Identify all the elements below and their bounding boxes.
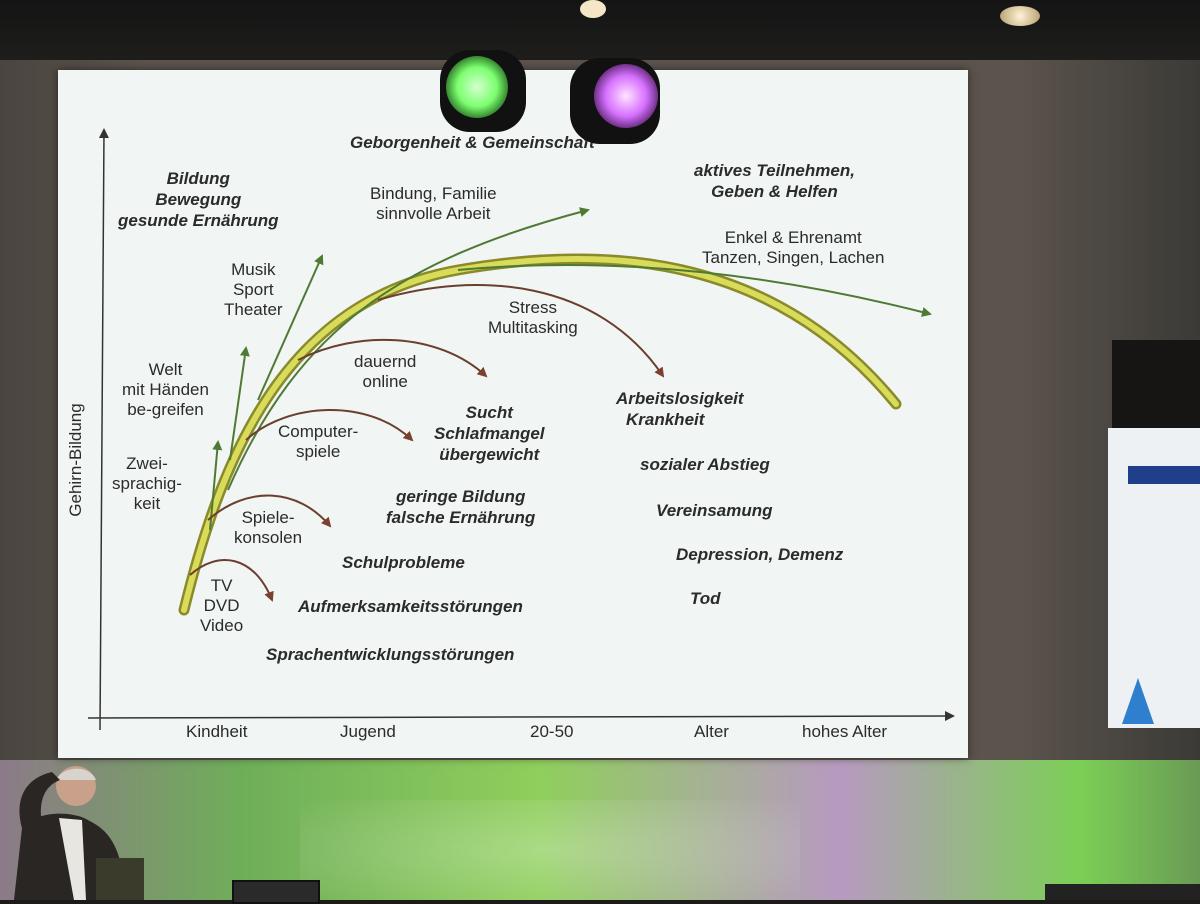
label-bildung: Bildung [166, 169, 230, 188]
stage-light-green-lens [446, 56, 508, 118]
label-computer-group: Computer- spiele [278, 422, 358, 462]
label-enkel: Enkel & Ehrenamt [724, 228, 862, 247]
side-speaker-box [1112, 340, 1200, 435]
label-ernaehrung: gesunde Ernährung [118, 211, 279, 230]
stage-light-purple-lens [594, 64, 658, 128]
effect-bildung-group: geringe Bildung falsche Ernährung [386, 486, 535, 528]
label-bindung: Bindung, Familie [370, 184, 497, 203]
label-welt: Welt [148, 360, 183, 379]
brown-arrow-dauernd [297, 338, 488, 378]
brown-arrow-spiele [207, 494, 332, 528]
label-begreifen: be-greifen [127, 400, 204, 419]
label-tv-group: TV DVD Video [200, 576, 243, 636]
x-tick-kindheit: Kindheit [186, 722, 248, 741]
effect-sucht: Sucht [465, 403, 513, 422]
y-axis-label: Gehirn-Bildung [66, 403, 85, 517]
effect-sucht-group: Sucht Schlafmangel übergewicht [434, 402, 545, 465]
effect-arbeitslos-group: Arbeitslosigkeit Krankheit [616, 388, 744, 430]
green-arrow-enkel [457, 264, 932, 317]
label-musik-group: Musik Sport Theater [224, 260, 283, 320]
effect-vereinsamung: Vereinsamung [656, 501, 773, 520]
effect-geringe-bildung: geringe Bildung [395, 487, 526, 506]
x-tick-hohes-alter: hohes Alter [802, 722, 888, 741]
effect-tod: Tod [690, 589, 721, 608]
label-sprachig: sprachig- [112, 474, 182, 493]
label-welt-group: Welt mit Händen be-greifen [122, 360, 209, 420]
x-tick-alter: Alter [694, 722, 729, 741]
label-dvd: DVD [203, 596, 240, 615]
brown-arrow-computer [245, 409, 414, 442]
label-computer: Computer- [278, 422, 359, 441]
x-axis [87, 711, 955, 722]
label-haenden: mit Händen [122, 380, 209, 399]
green-arrow-musik [257, 254, 324, 401]
label-video: Video [200, 616, 244, 635]
y-axis [98, 128, 109, 731]
label-geborgenheit: Geborgenheit & Gemeinschaft [350, 133, 595, 152]
label-bewegung: Bewegung [155, 190, 242, 209]
side-screen-logo-icon [1122, 678, 1154, 724]
effect-falsche-ernaehrung: falsche Ernährung [386, 508, 536, 527]
brown-arrow-stress [377, 283, 665, 378]
green-arrow-zwei [209, 440, 223, 531]
side-screen [1108, 428, 1200, 728]
label-spiele: Spiele- [241, 508, 295, 527]
label-bindung-group: Bindung, Familie sinnvolle Arbeit [370, 184, 497, 224]
effect-depression: Depression, Demenz [676, 545, 844, 564]
green-arrow-bindung [227, 207, 590, 491]
ceiling-light-right [1000, 6, 1040, 26]
label-enkel-group: Enkel & Ehrenamt Tanzen, Singen, Lachen [702, 228, 884, 268]
label-dauernd: dauernd [354, 352, 417, 371]
label-stress: Stress [508, 298, 557, 317]
effect-schlafmangel: Schlafmangel [434, 424, 545, 443]
speaker-person [14, 766, 144, 900]
side-screen-bar [1128, 466, 1200, 484]
projected-slide: Gehirn-Bildung Kindheit Jugend 20-50 Alt… [58, 70, 968, 758]
label-aktives: aktives Teilnehmen, [694, 161, 855, 180]
label-online: online [362, 372, 408, 391]
label-tv: TV [210, 576, 233, 595]
label-tanzen: Tanzen, Singen, Lachen [702, 248, 885, 267]
label-zwei-group: Zwei- sprachig- keit [112, 454, 182, 514]
label-computerspiele: spiele [295, 442, 341, 461]
green-arrow-welt [229, 346, 250, 461]
label-stress-group: Stress Multitasking [488, 298, 578, 338]
stage-backdrop-lit [0, 760, 1200, 900]
backdrop-glow [300, 800, 800, 900]
brown-arrow-tv [189, 559, 274, 602]
effect-uebergewicht: übergewicht [439, 445, 540, 464]
label-musik: Musik [231, 260, 276, 279]
effect-arbeitslosigkeit: Arbeitslosigkeit [616, 389, 744, 408]
label-sport: Sport [232, 280, 274, 299]
effect-aufmerksamkeit: Aufmerksamkeitsstörungen [298, 597, 523, 616]
label-dauernd-group: dauernd online [354, 352, 416, 392]
label-theater: Theater [224, 300, 283, 319]
label-aktives-group: aktives Teilnehmen, Geben & Helfen [694, 160, 855, 202]
label-keit: keit [133, 494, 161, 513]
stage-monitor [232, 880, 320, 904]
label-geben: Geben & Helfen [711, 182, 838, 201]
ceiling-light-left [580, 0, 606, 18]
effect-krankheit: Krankheit [626, 410, 705, 429]
x-tick-20-50: 20-50 [530, 722, 574, 741]
effect-sprache: Sprachentwicklungsstörungen [266, 645, 515, 664]
label-spiele-group: Spiele- konsolen [234, 508, 302, 548]
slide-diagram [87, 128, 955, 731]
effect-schulprobleme: Schulprobleme [342, 553, 465, 572]
label-bildung-group: Bildung Bewegung gesunde Ernährung [118, 168, 279, 231]
label-arbeit: sinnvolle Arbeit [376, 204, 491, 223]
stage-chair [1045, 884, 1200, 900]
effect-abstieg: sozialer Abstieg [640, 455, 770, 474]
label-zwei: Zwei- [126, 454, 168, 473]
x-tick-jugend: Jugend [340, 722, 396, 741]
label-multitasking: Multitasking [488, 318, 578, 337]
label-konsolen: konsolen [234, 528, 303, 547]
